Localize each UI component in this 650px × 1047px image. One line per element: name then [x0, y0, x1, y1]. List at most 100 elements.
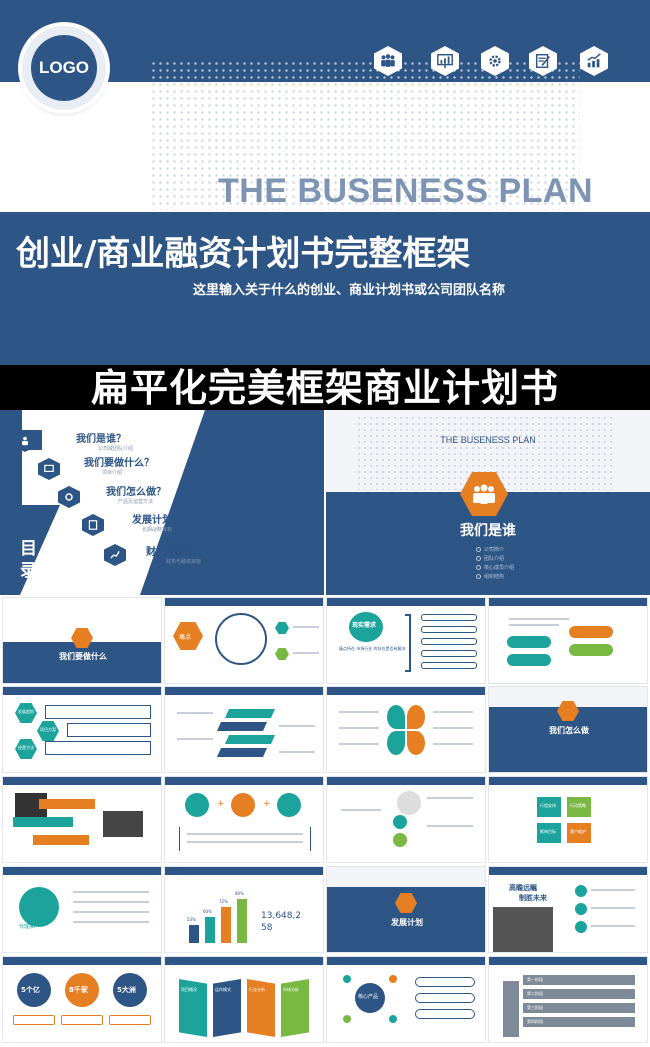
hero-cover-slide: LOGO THE BUSENESS PLAN 创业/商业融资计划书完整框架 这里…: [0, 0, 650, 365]
plus-icon: +: [217, 799, 225, 809]
text-line: [339, 743, 379, 745]
text-box: [61, 1015, 103, 1025]
thumb-market-need[interactable]: 现实需求 痛点所在 市场行业 的存在是否有解决: [326, 597, 486, 684]
stair-bar: [523, 1017, 635, 1027]
thumb-process[interactable]: [326, 776, 486, 863]
thumb-bar-chart[interactable]: 53% 60% 72% 80% 13,648,2 58: [164, 866, 324, 953]
thumb-how-we-do[interactable]: 我们怎么做: [488, 686, 648, 773]
photo: [103, 811, 143, 837]
thumb-agent[interactable]: 代理推广: [2, 866, 162, 953]
thumb-grid[interactable]: 行程安排 行动策略 影响目标 客户维护: [488, 776, 648, 863]
toc-item-label: 财务与融资？: [146, 547, 206, 558]
thumb-petals[interactable]: [326, 686, 486, 773]
thumb-steps[interactable]: 项目概况 运作模式 行业分析 市场分析: [164, 956, 324, 1043]
toc-item-plan[interactable]: 发展计划？ 长期战略目标: [132, 511, 182, 533]
petal-shape: [387, 705, 405, 729]
bar: [221, 907, 231, 943]
circle-shape: [397, 791, 421, 815]
text-line: [177, 738, 213, 740]
thumb-vision[interactable]: 高瞻远瞩 制胜未来: [488, 866, 648, 953]
circle-shape: [393, 833, 407, 847]
stair-bar: [523, 1003, 635, 1013]
thumb-header: [165, 598, 323, 606]
slogan-2: 制胜未来: [519, 894, 547, 902]
certificate-icon: [82, 514, 104, 536]
big-number: 13,648,2: [261, 911, 302, 921]
text-line: [427, 797, 473, 799]
hero-bottom-band: [0, 212, 650, 365]
grid-label: 影响目标: [540, 829, 556, 834]
stat-circle: [65, 973, 99, 1007]
hex-icon: [557, 701, 579, 721]
text-line: [73, 921, 149, 923]
step-card: [213, 979, 241, 1037]
toc-slide: 我们是谁？ 公司或团队介绍 我们要做什么？ 项目介绍 我们怎么做？ 产品及运营方…: [0, 410, 324, 595]
hex-shape: [15, 703, 37, 723]
text-box: [67, 723, 151, 737]
grid-cell: [567, 823, 591, 843]
who-we-are-slide: THE BUSENESS PLAN 我们是谁 公司简介 团队介绍 核心成员介绍 …: [326, 410, 650, 595]
hex-label: 发展趋势: [18, 709, 34, 714]
thumb-bubbles[interactable]: [488, 597, 648, 684]
presentation-icon: [38, 458, 60, 480]
thumb-header: [327, 957, 485, 965]
thumb-core-product[interactable]: 核心产品: [326, 956, 486, 1043]
toc-item-finance[interactable]: 财务与融资？ 财务与融资目标: [146, 543, 206, 565]
text-line: [433, 743, 473, 745]
pain-label: 痛点: [179, 634, 192, 641]
petal-shape: [407, 731, 425, 755]
circle-icon: [575, 885, 587, 897]
speech-bubble: [507, 636, 551, 648]
text-box: [421, 662, 477, 669]
circle-icon: [575, 903, 587, 915]
thumb-header: [327, 598, 485, 606]
bar: [189, 925, 199, 943]
thumb-stats[interactable]: 5个亿 8千家 5大洲: [2, 956, 162, 1043]
hero-subtitle: 这里输入关于什么的创业、商业计划书或公司团队名称: [193, 283, 506, 298]
circle-icon: [185, 793, 209, 817]
thumb-hex-list[interactable]: 发展趋势 项目方案 经营方法: [2, 686, 162, 773]
ribbon: [39, 799, 95, 809]
side-block: [503, 981, 519, 1037]
node: [343, 975, 351, 983]
grid-cell: [567, 797, 591, 817]
agent-label: 代理推广: [19, 924, 40, 930]
circle-icon: [231, 793, 255, 817]
thumb-circles-plus[interactable]: + +: [164, 776, 324, 863]
thumb-ribbons[interactable]: [2, 776, 162, 863]
text-box: [109, 1015, 151, 1025]
thumb-what-we-do[interactable]: 我们要做什么: [2, 597, 162, 684]
text-line: [73, 901, 149, 903]
thumb-tags[interactable]: [164, 686, 324, 773]
who-title: 我们是谁: [460, 523, 516, 539]
stair-label: 第二阶段: [527, 991, 543, 996]
thumb-top: [489, 687, 647, 707]
thumb-pain-points[interactable]: 痛点: [164, 597, 324, 684]
circle-shape: [393, 815, 407, 829]
toc-item-sub: 长期战略目标: [142, 527, 173, 533]
toc-item-how[interactable]: 我们怎么做？ 产品及运营方法: [106, 483, 166, 505]
market-text: 痛点所在 市场行业 的存在是否有解决: [339, 646, 406, 651]
hex-label: 经营方法: [18, 745, 34, 750]
stair-label: 第四阶段: [527, 1019, 543, 1024]
thumb-stairs[interactable]: 第一阶段 第二阶段 第三阶段 第四阶段: [488, 956, 648, 1043]
bar-label: 53%: [187, 917, 196, 922]
toc-item-what[interactable]: 我们要做什么？ 项目介绍: [84, 454, 154, 476]
text-line: [73, 891, 149, 893]
thumb-dev-plan[interactable]: 发展计划: [326, 866, 486, 953]
text-line: [509, 624, 559, 626]
text-line: [341, 809, 381, 811]
hex-shape: [37, 721, 59, 741]
text-box: [421, 638, 477, 645]
text-box: [415, 977, 475, 987]
tag-shape: [217, 722, 267, 731]
text-box: [421, 650, 477, 657]
node: [389, 1015, 397, 1023]
stat-value: 8千家: [69, 986, 88, 994]
who-list-item: 组织结构: [476, 573, 504, 580]
step-label: 项目概况: [181, 987, 197, 992]
text-line: [433, 711, 473, 713]
hero-title-cn: 创业/商业融资计划书完整框架: [16, 234, 471, 274]
text-box: [45, 741, 151, 755]
toc-item-who[interactable]: 我们是谁？ 公司或团队介绍: [76, 430, 133, 452]
